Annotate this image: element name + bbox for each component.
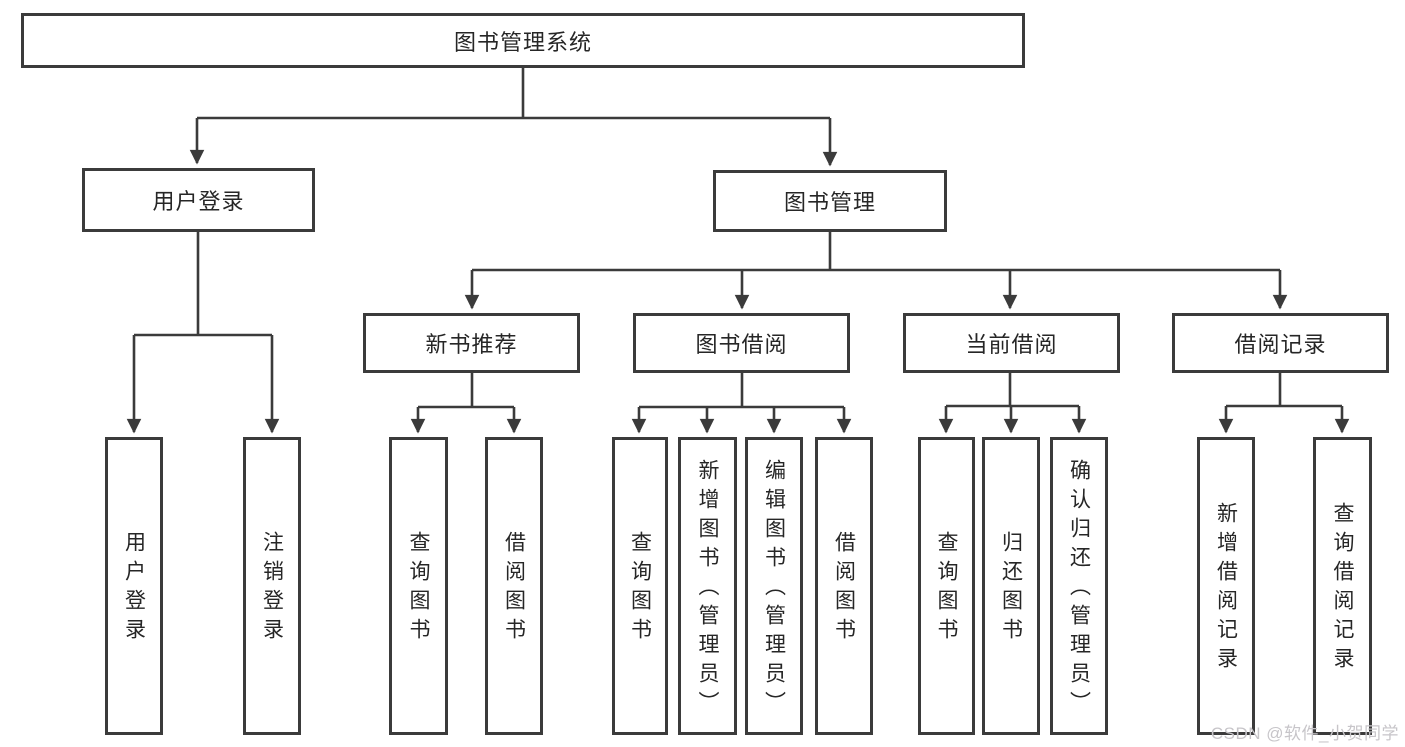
watermark-text: CSDN @软件_小贺同学 bbox=[1210, 724, 1399, 743]
leaf-return-books: 归还图书 bbox=[982, 437, 1040, 735]
leaf-query-books-2: 查询图书 bbox=[612, 437, 668, 735]
leaf-logout: 注销登录 bbox=[243, 437, 301, 735]
node-user-login: 用户登录 bbox=[82, 168, 315, 232]
node-book-borrow: 图书借阅 bbox=[633, 313, 850, 373]
leaf-add-books-admin: 新增图书（管理员） bbox=[678, 437, 737, 735]
leaf-query-books-1: 查询图书 bbox=[389, 437, 448, 735]
leaf-query-books-3: 查询图书 bbox=[918, 437, 975, 735]
node-current-borrow: 当前借阅 bbox=[903, 313, 1120, 373]
leaf-edit-books-admin: 编辑图书（管理员） bbox=[745, 437, 803, 735]
leaf-borrow-books-2: 借阅图书 bbox=[815, 437, 873, 735]
leaf-user-login: 用户登录 bbox=[105, 437, 163, 735]
node-new-book-recommend: 新书推荐 bbox=[363, 313, 580, 373]
node-book-management: 图书管理 bbox=[713, 170, 947, 232]
leaf-add-borrow-record: 新增借阅记录 bbox=[1197, 437, 1255, 735]
leaf-confirm-return-admin: 确认归还（管理员） bbox=[1050, 437, 1108, 735]
node-root: 图书管理系统 bbox=[21, 13, 1025, 68]
leaf-query-borrow-record: 查询借阅记录 bbox=[1313, 437, 1372, 735]
leaf-borrow-books-1: 借阅图书 bbox=[485, 437, 543, 735]
node-borrow-records: 借阅记录 bbox=[1172, 313, 1389, 373]
